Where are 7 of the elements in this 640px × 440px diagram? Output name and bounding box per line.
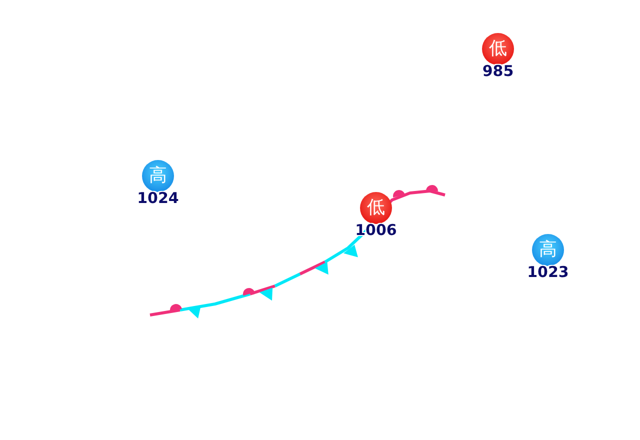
high-pressure-marker: 高 (532, 234, 564, 266)
high-pressure-marker: 高 (142, 160, 174, 192)
pressure-value: 1024 (137, 189, 179, 207)
low-pressure-marker: 低 (360, 192, 392, 224)
low-pressure-marker: 低 (482, 33, 514, 65)
pressure-value: 1023 (527, 263, 569, 281)
pressure-value: 985 (482, 62, 514, 80)
